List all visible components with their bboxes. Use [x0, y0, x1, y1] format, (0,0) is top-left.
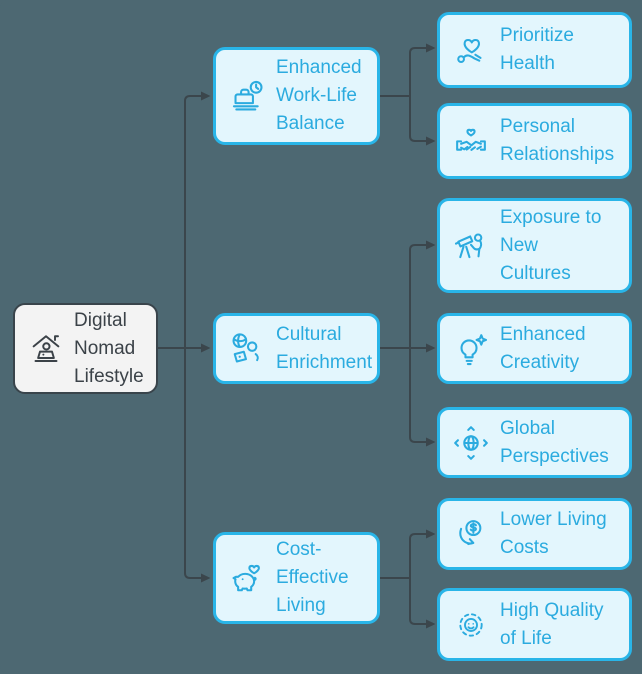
smiley-dashed-circle-icon: [452, 606, 490, 644]
briefcase-clock-icon: [228, 77, 266, 115]
node-digital-nomad-lifestyle: Digital Nomad Lifestyle: [13, 303, 158, 394]
node-label: Personal Relationships: [500, 116, 615, 165]
piggy-bank-heart-icon: [228, 559, 266, 597]
node-label: Cost- Effective Living: [276, 539, 349, 616]
globe-arrows-icon: [452, 424, 490, 462]
node-label: Digital Nomad Lifestyle: [74, 309, 144, 387]
node-label: Enhanced Work-Life Balance: [276, 57, 362, 134]
lightbulb-sparkle-icon: [452, 330, 490, 368]
node-personal-relationships: Personal Relationships: [437, 103, 632, 179]
node-label: Global Perspectives: [500, 417, 609, 467]
node-prioritize-health: Prioritize Health: [437, 12, 632, 88]
node-enhanced-creativity: Enhanced Creativity: [437, 313, 632, 384]
node-cultural-enrichment: Cultural Enrichment: [213, 313, 380, 384]
node-label: High Quality of Life: [500, 599, 604, 649]
node-cost-effective-living: Cost- Effective Living: [213, 532, 380, 624]
node-exposure-to-new-cultures: Exposure to New Cultures: [437, 198, 632, 293]
node-high-quality-of-life: High Quality of Life: [437, 588, 632, 661]
house-laptop-icon: [28, 331, 64, 367]
node-label: Cultural Enrichment: [276, 323, 373, 373]
dollar-decrease-icon: [452, 515, 490, 553]
telescope-icon: [452, 227, 490, 265]
node-lower-living-costs: Lower Living Costs: [437, 498, 632, 570]
node-label: Enhanced Creativity: [500, 323, 586, 373]
node-label: Prioritize Health: [500, 25, 574, 74]
node-label: Lower Living Costs: [500, 509, 607, 558]
node-global-perspectives: Global Perspectives: [437, 407, 632, 478]
node-enhanced-work-life-balance: Enhanced Work-Life Balance: [213, 47, 380, 145]
handshake-heart-icon: [452, 122, 490, 160]
globe-laptop-icon: [228, 330, 266, 368]
node-label: Exposure to New Cultures: [500, 206, 602, 284]
heart-stethoscope-icon: [452, 31, 490, 69]
